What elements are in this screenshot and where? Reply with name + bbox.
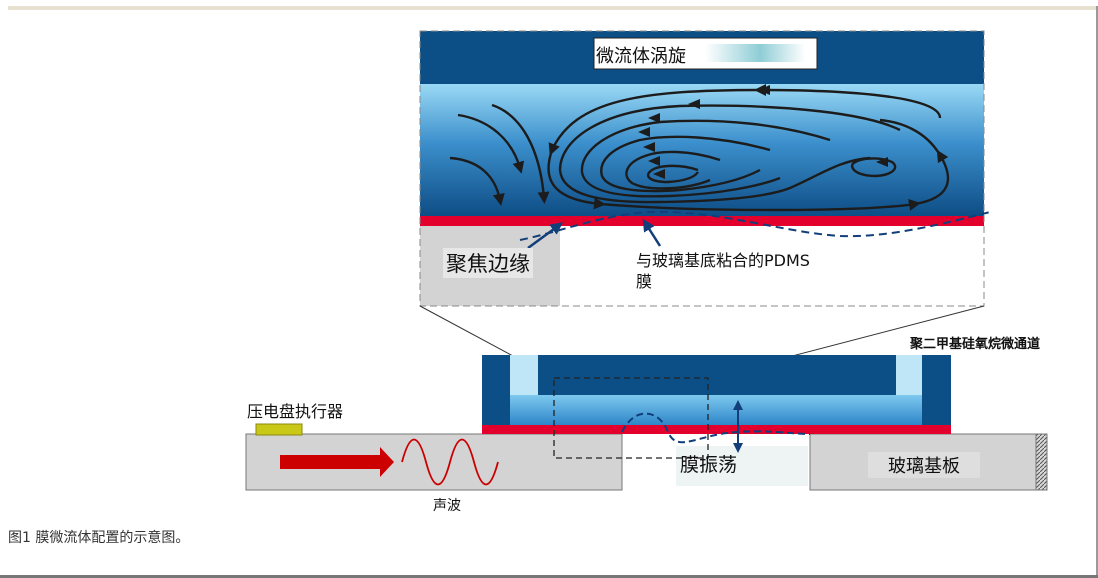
streamline-left-1: [457, 113, 525, 174]
substrate-end-hatch: [1035, 433, 1048, 491]
streamline-6: [646, 164, 699, 184]
acoustic-wave-label: 声波: [433, 498, 461, 514]
vortex-streamlines: [449, 83, 950, 212]
bottom-rule: [0, 575, 1098, 578]
top-rule: [8, 6, 1098, 10]
streamline-5: [625, 150, 721, 190]
piezo-label: 压电盘执行器: [247, 402, 344, 421]
acoustic-arrow: [280, 447, 394, 477]
streamline-left-3: [491, 103, 550, 204]
focus-edge-label: 聚焦边缘: [443, 248, 533, 278]
acoustic-sine-wave: [401, 438, 499, 486]
device-cross-section: [245, 355, 1048, 491]
pdms-channel-label: 聚二甲基硅氧烷微通道: [910, 337, 1041, 352]
inset-outline: [419, 30, 985, 307]
streamline-small-loop: [850, 157, 897, 178]
inset-membrane: [420, 216, 984, 226]
piezo-disc: [255, 423, 303, 436]
inset-fluid: [420, 84, 984, 216]
membrane-pointer: [642, 218, 662, 247]
figure-caption: 图1 膜微流体配置的示意图。: [8, 530, 190, 546]
streamline-outer: [547, 83, 950, 212]
frame-right-rule: [1096, 6, 1098, 578]
streamline-arrowheads: [638, 85, 888, 179]
streamline-left-2: [449, 156, 505, 206]
streamline-2: [558, 104, 901, 204]
vortex-label-blur: [705, 44, 805, 62]
channel-lumen: [510, 395, 922, 425]
streamline-4: [600, 135, 771, 193]
channel-port-left: [510, 355, 538, 395]
channel-port-right: [896, 355, 922, 395]
focus-edge-pointer: [527, 222, 564, 250]
vortex-label: 微流体涡旋: [596, 46, 686, 67]
device-membrane: [482, 425, 951, 434]
membrane-oscillation-label: 膜振荡: [680, 454, 738, 476]
streamline-3: [580, 119, 831, 198]
glass-substrate-right: [809, 433, 1037, 491]
pdms-membrane-label: 与玻璃基底粘合的PDMS 膜: [636, 251, 810, 291]
device-oscillation-wave: [621, 412, 811, 444]
zoom-region-box: [553, 377, 709, 459]
inset-oscillation-wave: [519, 210, 991, 241]
glass-substrate-label: 玻璃基板: [868, 452, 980, 478]
